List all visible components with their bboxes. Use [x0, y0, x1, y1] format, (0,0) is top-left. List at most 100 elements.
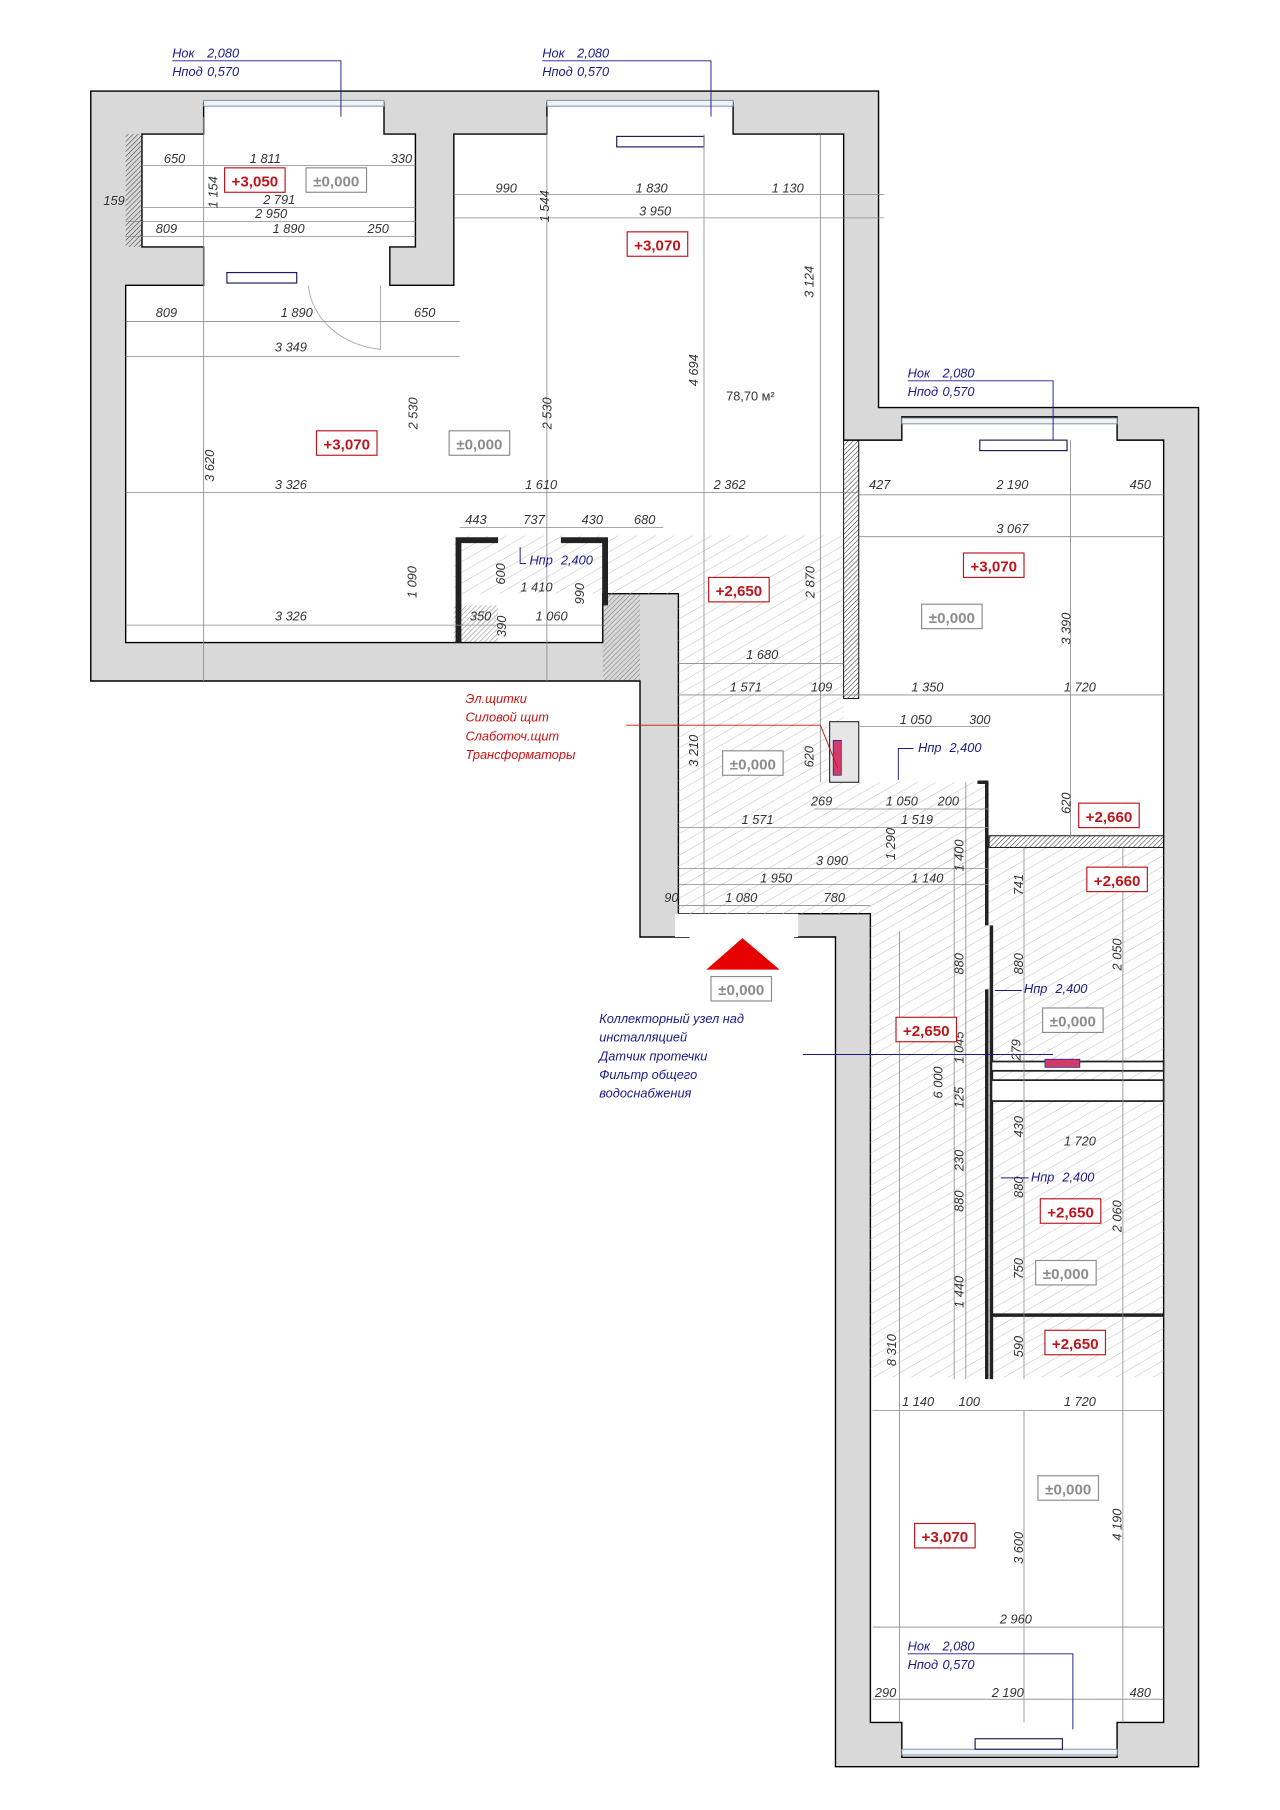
dimension-label: 2 950 — [254, 206, 287, 221]
dimension-label: 1 154 — [206, 176, 221, 208]
dimension-label: 620 — [1059, 793, 1074, 814]
dimension-label: 4 694 — [686, 354, 701, 386]
window-note-leader — [172, 60, 1074, 1730]
level-value: +3,050 — [232, 173, 279, 190]
dimension-label: 1 050 — [900, 712, 932, 727]
door-height-label: Hпр — [1024, 981, 1047, 996]
dimension-label: 3 349 — [275, 340, 307, 355]
window-top-height: 2,080 — [942, 365, 975, 380]
dimension-label: 3 090 — [816, 853, 848, 868]
level-tag-floor: ±0,000 — [305, 167, 368, 193]
window-top-height: 2,080 — [576, 45, 609, 60]
dimension-label: 269 — [810, 794, 832, 809]
note-line: Силовой щит — [465, 710, 549, 725]
dimension-label: 100 — [959, 1394, 980, 1409]
dimension-label: 427 — [869, 477, 891, 492]
door-swing — [307, 285, 381, 350]
dimension-label: 990 — [496, 180, 517, 195]
level-tag-floor: ±0,000 — [1035, 1259, 1097, 1286]
note-line: инсталляцией — [599, 1030, 687, 1045]
dimension-label: 1 519 — [901, 812, 933, 827]
dimension-label: 2 530 — [540, 397, 555, 430]
window-note-label: Hпод — [542, 64, 572, 79]
dimension-label: 1 890 — [281, 305, 313, 320]
dimension-label: 590 — [1011, 1336, 1026, 1357]
partition-wall — [843, 439, 860, 699]
dimension-label: 350 — [470, 608, 491, 623]
dimension-label: 290 — [874, 1685, 896, 1700]
level-tag-box — [305, 167, 368, 193]
dimension-label: 3 326 — [275, 477, 308, 492]
dimension-label: 650 — [414, 305, 435, 320]
door-height-value: 2,400 — [949, 740, 982, 755]
level-value: ±0,000 — [456, 436, 502, 453]
partition-wall — [988, 835, 1165, 848]
entrance-marker-icon — [706, 938, 780, 970]
window-top-height: 2,080 — [942, 1638, 975, 1653]
dimension-label: 159 — [103, 193, 124, 208]
dimension-label: 1 680 — [746, 647, 778, 662]
level-value: ±0,000 — [730, 756, 776, 773]
dimension-label: 430 — [1011, 1116, 1026, 1137]
window-note-label: Hпод — [908, 384, 938, 399]
window-sill-height: 0,570 — [577, 64, 609, 79]
level-tag-floor: ±0,000 — [1037, 1475, 1100, 1501]
dimension-label: 2 362 — [713, 477, 746, 492]
wall-hatch — [602, 593, 640, 681]
dimension-label: 1 350 — [911, 679, 943, 694]
level-tag-box — [962, 552, 1025, 579]
level-tag-box — [1086, 866, 1148, 893]
dimension-label: 2 791 — [262, 192, 295, 207]
dimension-label: 600 — [493, 563, 508, 584]
dimension-label: 809 — [156, 305, 177, 320]
level-tag-box — [722, 750, 784, 776]
dimension-label: 990 — [572, 583, 587, 604]
dimension-label: 2 190 — [991, 1685, 1024, 1700]
dimension-label: 809 — [156, 221, 177, 236]
dimension-label: 1 890 — [273, 221, 305, 236]
level-tag-box — [895, 1016, 958, 1043]
level-tag-ceiling: +2,650 — [1039, 1198, 1102, 1224]
note-line: Фильтр общего — [599, 1067, 697, 1082]
note-line: водоснабжения — [599, 1086, 691, 1101]
note-line: Трансформаторы — [465, 747, 576, 762]
dimension-label: 780 — [824, 890, 845, 905]
level-tag-box — [448, 430, 511, 456]
level-tag-ceiling: +3,070 — [914, 1522, 976, 1549]
dimension-label: 6 000 — [931, 1066, 946, 1098]
dimension-label: 1 830 — [636, 180, 668, 195]
level-tag-box — [1042, 1007, 1104, 1033]
dimension-label: 1 130 — [772, 180, 804, 195]
level-tag-box — [223, 167, 286, 193]
dimension-label: 1 400 — [951, 840, 966, 872]
level-value: +2,650 — [716, 583, 763, 600]
level-value: +3,070 — [922, 1529, 969, 1546]
level-value: ±0,000 — [1045, 1481, 1091, 1498]
level-value: ±0,000 — [313, 173, 359, 190]
plumbing-note: Коллекторный узел над инсталляцией Датчи… — [597, 1011, 744, 1100]
door-height-label: Hпр — [1031, 1169, 1054, 1184]
note-line: Датчик протечки — [597, 1048, 707, 1063]
dimension-label: 3 326 — [275, 608, 308, 623]
level-value: +3,070 — [634, 237, 681, 254]
dimension-label: 3 210 — [686, 735, 701, 767]
dimension-label: 2 870 — [803, 566, 818, 599]
dimension-label: 1 060 — [536, 608, 568, 623]
level-tag-floor: ±0,000 — [921, 603, 983, 630]
dimension-label: 620 — [801, 746, 816, 767]
level-tag-box — [1078, 802, 1140, 829]
dimension-label: 1 811 — [250, 151, 281, 166]
dimension-label: 2 190 — [995, 477, 1028, 492]
dimension-label: 430 — [582, 512, 603, 527]
dimension-label: 8 310 — [884, 1334, 899, 1366]
level-value: ±0,000 — [1050, 1014, 1096, 1031]
level-tag-box — [315, 430, 378, 456]
level-tag-floor: ±0,000 — [710, 975, 773, 1002]
level-tag-ceiling: +2,650 — [708, 576, 770, 603]
electrical-note: Эл.щитки Силовой щит Слаботоч.щит Трансф… — [465, 691, 576, 762]
dimension-label: 1 440 — [951, 1276, 966, 1308]
level-tag-box — [1035, 1259, 1097, 1286]
